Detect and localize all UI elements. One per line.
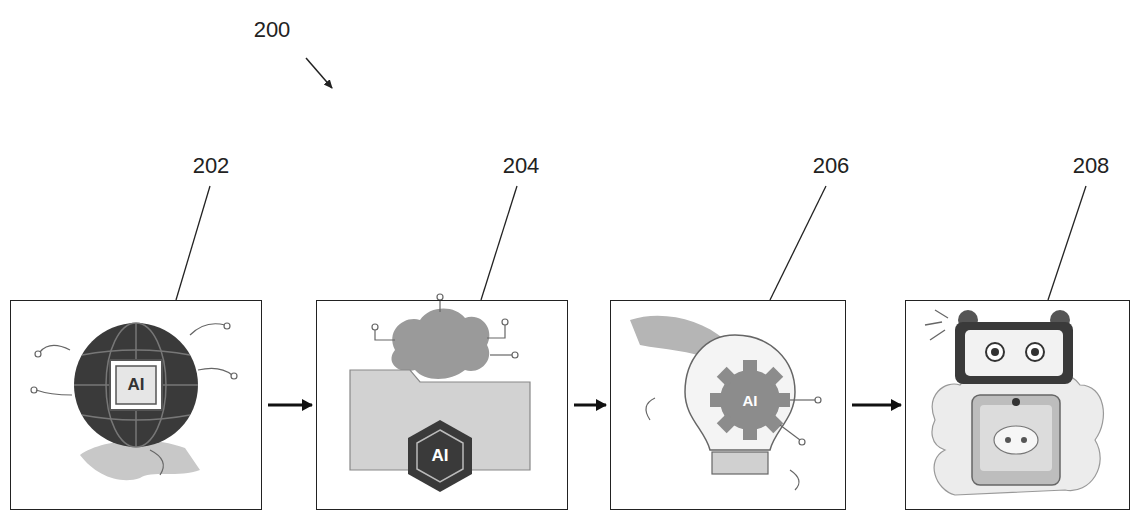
flow-arrow [574,404,606,407]
figure-number: 200 [254,17,291,43]
chip-text: AI [128,375,145,395]
callout-number: 202 [193,153,230,179]
step-box: 206 [610,300,846,510]
hexagon-text: AI [432,446,449,466]
callout-number: 206 [813,153,850,179]
ai-globe-illustration [31,323,237,480]
leader-lines [176,186,1086,300]
flow-arrow [852,404,901,407]
step-box: 204 [316,300,568,510]
step-box: 208 [905,300,1130,510]
ai-chatbot-illustration [925,310,1103,495]
callout-number: 204 [503,153,540,179]
callout-number: 208 [1073,153,1110,179]
reference-arrow [306,58,332,88]
step-box: 202 [10,300,262,510]
flow-arrow [268,404,312,407]
ai-folder-illustration [350,294,530,492]
ai-idea-illustration [630,316,821,490]
gear-text: AI [743,392,758,409]
